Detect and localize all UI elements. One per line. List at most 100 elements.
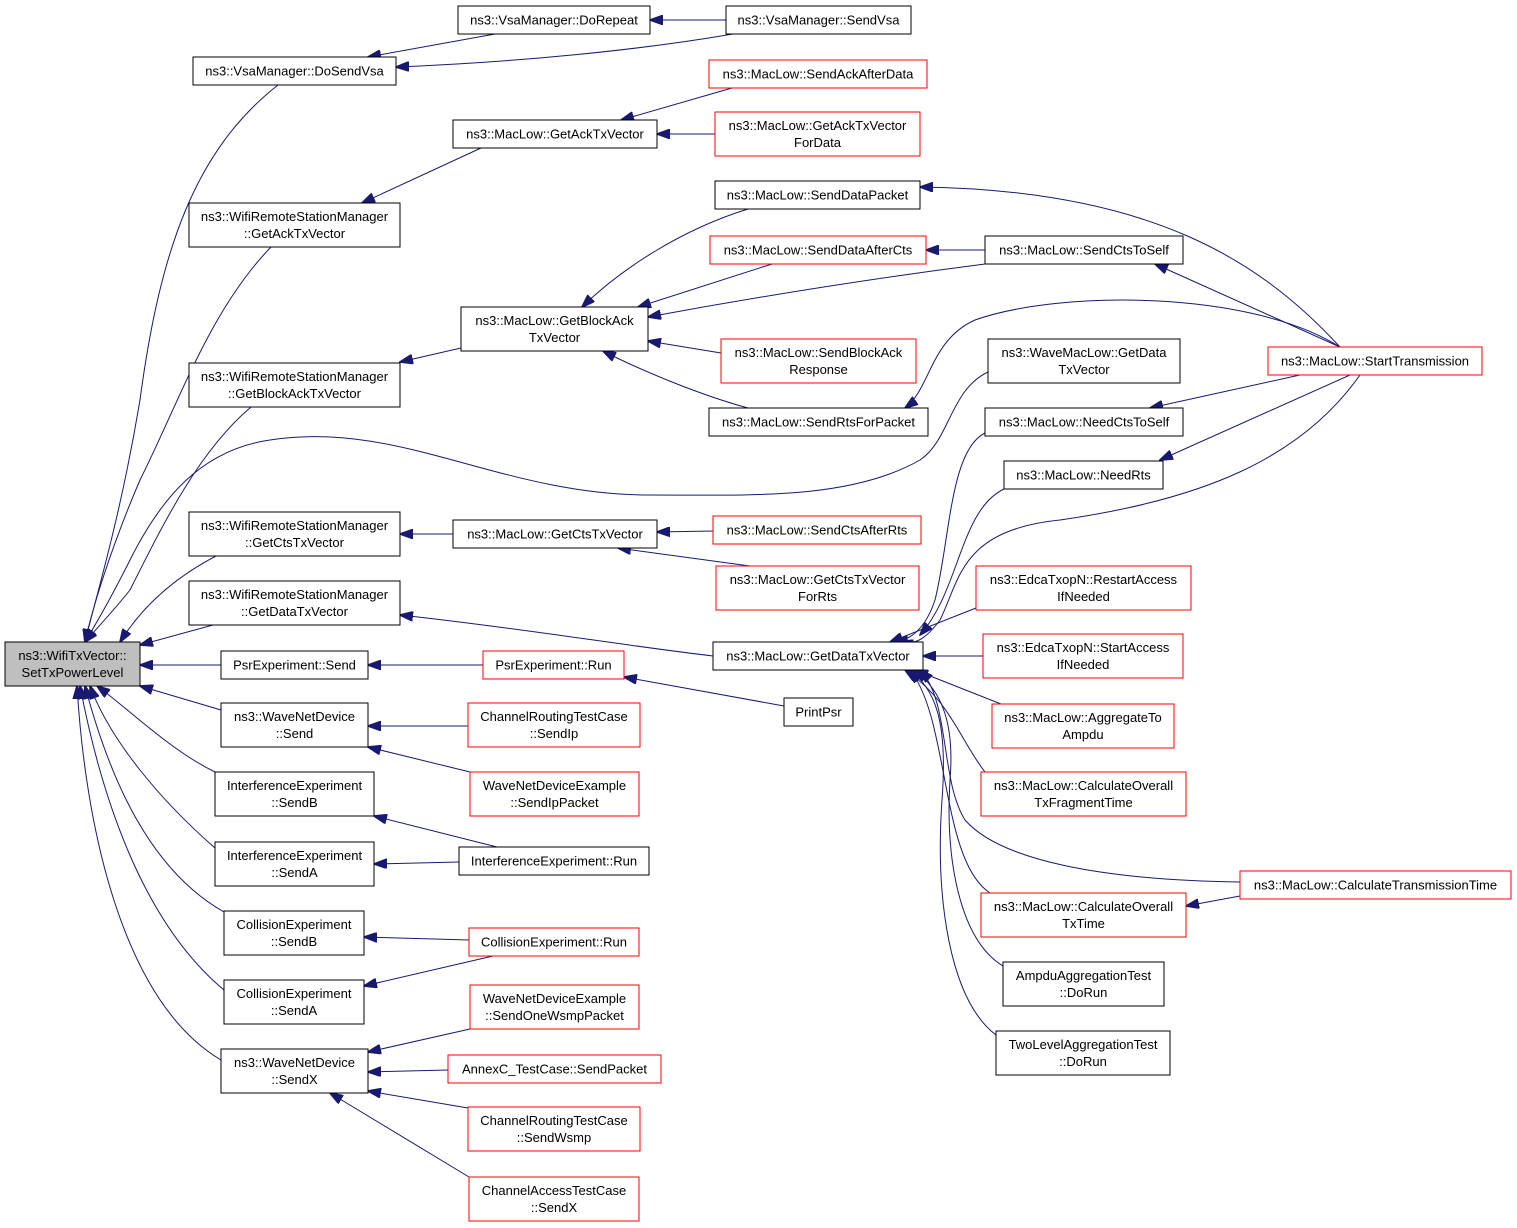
node-label: ns3::MacLow::StartTransmission xyxy=(1281,354,1469,369)
edge-ce_sendb-to-root xyxy=(85,686,225,913)
node-ce-run[interactable]: CollisionExperiment::Run xyxy=(468,927,640,957)
node-label: CollisionExperiment::Run xyxy=(481,935,627,950)
node-box xyxy=(452,519,658,549)
node-label: ns3::MacLow::GetCtsTxVector xyxy=(467,527,643,542)
node-ml-sendackafterdata[interactable]: ns3::MacLow::SendAckAfterData xyxy=(708,59,928,89)
node-printpsr[interactable]: PrintPsr xyxy=(783,697,854,727)
edge-ie_run-to-ie_sendb xyxy=(374,816,498,848)
node-ml-senddatapacket[interactable]: ns3::MacLow::SendDataPacket xyxy=(714,180,921,210)
node-ml-sendctsafterrts[interactable]: ns3::MacLow::SendCtsAfterRts xyxy=(712,515,922,545)
node-psr-run[interactable]: PsrExperiment::Run xyxy=(482,650,625,680)
node-ml-getblockack[interactable]: ns3::MacLow::GetBlockAckTxVector xyxy=(460,306,649,352)
node-label: ::SendB xyxy=(271,934,317,949)
edge-ml_getack-to-wrsm_ack xyxy=(362,147,482,203)
node-ie-sendb[interactable]: InterferenceExperiment::SendB xyxy=(214,771,375,817)
node-ie-senda[interactable]: InterferenceExperiment::SendA xyxy=(214,841,375,887)
node-box xyxy=(220,702,369,748)
edge-layer xyxy=(77,20,1361,1178)
node-label: ns3::MacLow::CalculateOverall xyxy=(994,778,1173,793)
node-ampdu-test[interactable]: AmpduAggregationTest::DoRun xyxy=(1002,961,1165,1007)
edge-catc_sendx-to-wnd_sendx xyxy=(330,1093,470,1178)
node-label: ns3::MacLow::GetDataTxVector xyxy=(726,649,910,664)
node-ml-getack[interactable]: ns3::MacLow::GetAckTxVector xyxy=(452,119,658,149)
node-ml-calctranstime[interactable]: ns3::MacLow::CalculateTransmissionTime xyxy=(1239,870,1512,900)
node-root[interactable]: ns3::WifiTxVector::SetTxPowerLevel xyxy=(4,641,141,687)
node-box xyxy=(720,338,917,384)
node-box xyxy=(712,641,924,671)
node-label: ns3::MacLow::CalculateOverall xyxy=(994,899,1173,914)
node-label: TxVector xyxy=(1058,362,1110,377)
node-wrsm-cts[interactable]: ns3::WifiRemoteStationManager::GetCtsTxV… xyxy=(188,511,401,557)
node-label: ChannelAccessTestCase xyxy=(482,1183,627,1198)
node-wrsm-data[interactable]: ns3::WifiRemoteStationManager::GetDataTx… xyxy=(188,580,401,626)
node-label: ns3::WifiRemoteStationManager xyxy=(201,369,389,384)
node-vsa-dosend[interactable]: ns3::VsaManager::DoSendVsa xyxy=(192,56,397,86)
node-wrsm-ack[interactable]: ns3::WifiRemoteStationManager::GetAckTxV… xyxy=(188,202,401,248)
node-annexc-sendpacket[interactable]: AnnexC_TestCase::SendPacket xyxy=(447,1054,662,1084)
node-label: ns3::MacLow::NeedRts xyxy=(1016,468,1151,483)
node-ie-run[interactable]: InterferenceExperiment::Run xyxy=(458,846,650,876)
node-ce-sendb[interactable]: CollisionExperiment::SendB xyxy=(223,910,365,956)
node-ml-getdata[interactable]: ns3::MacLow::GetDataTxVector xyxy=(712,641,924,671)
node-ml-senddataaftercts[interactable]: ns3::MacLow::SendDataAfterCts xyxy=(709,235,927,265)
node-box xyxy=(469,984,640,1030)
node-vsa-send[interactable]: ns3::VsaManager::SendVsa xyxy=(725,5,912,35)
node-ml-getcts[interactable]: ns3::MacLow::GetCtsTxVector xyxy=(452,519,658,549)
node-wrsm-blockack[interactable]: ns3::WifiRemoteStationManager::GetBlockA… xyxy=(188,362,401,408)
node-crtc-sendwsmp[interactable]: ChannelRoutingTestCase::SendWsmp xyxy=(467,1106,641,1152)
node-wnd-send[interactable]: ns3::WaveNetDevice::Send xyxy=(220,702,369,748)
edge-ce_run-to-ce_senda xyxy=(364,955,494,986)
node-label: ::SendIp xyxy=(530,726,578,741)
node-wnde-sendippacket[interactable]: WaveNetDeviceExample::SendIpPacket xyxy=(469,771,640,817)
node-box xyxy=(452,119,658,149)
node-label: Ampdu xyxy=(1062,727,1103,742)
node-vsa-dorepeat[interactable]: ns3::VsaManager::DoRepeat xyxy=(457,5,651,35)
node-label: TxVector xyxy=(529,330,581,345)
node-label: ns3::MacLow::SendDataAfterCts xyxy=(724,243,913,258)
node-box xyxy=(223,979,365,1025)
node-wnd-sendx[interactable]: ns3::WaveNetDevice::SendX xyxy=(220,1048,369,1094)
edge-ml_sendrtsforpacket-to-ml_getblockack xyxy=(603,351,749,409)
node-ml-sendctstoself[interactable]: ns3::MacLow::SendCtsToSelf xyxy=(984,235,1184,265)
node-label: CollisionExperiment xyxy=(237,917,352,932)
edge-wrsm_blockack-to-root xyxy=(85,406,252,642)
node-box xyxy=(220,1048,369,1094)
node-label: ::SendX xyxy=(271,1072,318,1087)
node-ce-senda[interactable]: CollisionExperiment::SendA xyxy=(223,979,365,1025)
node-box xyxy=(725,5,912,35)
node-layer: ns3::WifiTxVector::SetTxPowerLevel ns3::V… xyxy=(4,5,1512,1222)
edge-ml_getdata-to-wrsm_data xyxy=(400,615,714,657)
node-label: ns3::WifiRemoteStationManager xyxy=(201,587,389,602)
node-psr-send[interactable]: PsrExperiment::Send xyxy=(220,650,369,680)
node-box xyxy=(980,892,1187,938)
node-box xyxy=(984,407,1184,437)
node-label: IfNeeded xyxy=(1057,589,1110,604)
node-ml-needctstoself[interactable]: ns3::MacLow::NeedCtsToSelf xyxy=(984,407,1184,437)
node-label: ns3::MacLow::GetAckTxVector xyxy=(466,127,644,142)
node-box xyxy=(975,565,1192,611)
edge-ml_starttransmission-to-ml_needctstoself xyxy=(1150,374,1301,408)
node-crtc-sendip[interactable]: ChannelRoutingTestCase::SendIp xyxy=(467,702,641,748)
node-box xyxy=(468,927,640,957)
node-box xyxy=(714,180,921,210)
node-box xyxy=(982,633,1184,679)
edge-ml_sendblockackresp-to-ml_getblockack xyxy=(648,341,722,354)
node-label: ns3::MacLow::NeedCtsToSelf xyxy=(999,415,1170,430)
node-catc-sendx[interactable]: ChannelAccessTestCase::SendX xyxy=(468,1176,640,1222)
node-ml-starttransmission[interactable]: ns3::MacLow::StartTransmission xyxy=(1267,346,1483,376)
node-wnde-sendonewsmp[interactable]: WaveNetDeviceExample::SendOneWsmpPacket xyxy=(469,984,640,1030)
node-label: InterferenceExperiment xyxy=(227,778,363,793)
node-label: ns3::WaveMacLow::GetData xyxy=(1002,345,1168,360)
node-twolevel-test[interactable]: TwoLevelAggregationTest::DoRun xyxy=(995,1030,1171,1076)
node-ml-needrts[interactable]: ns3::MacLow::NeedRts xyxy=(1003,460,1164,490)
node-ml-calcfrag[interactable]: ns3::MacLow::CalculateOverallTxFragmentT… xyxy=(980,771,1187,817)
node-wml-getdata[interactable]: ns3::WaveMacLow::GetDataTxVector xyxy=(987,338,1181,384)
node-ml-sendrtsforpacket[interactable]: ns3::MacLow::SendRtsForPacket xyxy=(708,407,929,437)
